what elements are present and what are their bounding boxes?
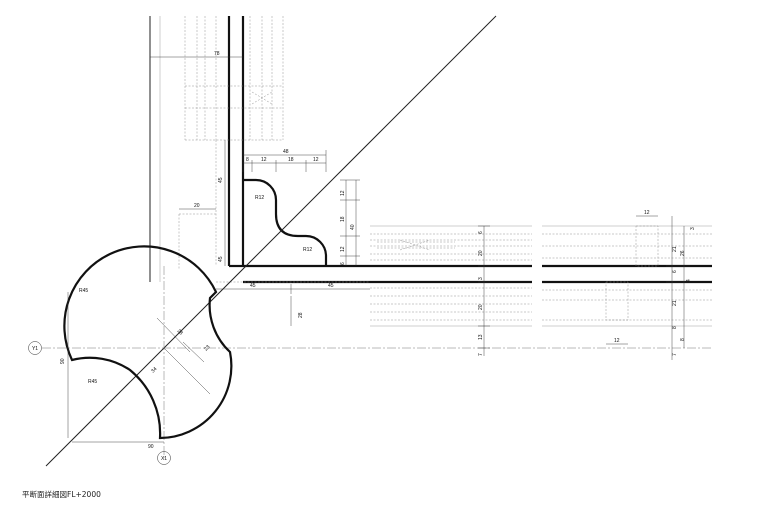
dim-r7: 7 <box>672 353 678 356</box>
dimension-labels: 78 48 8 12 18 12 45 45 20 12 18 40 12 6 … <box>60 51 696 450</box>
dim-v12b: 12 <box>340 246 346 252</box>
dim-18: 18 <box>288 157 294 163</box>
column-profile <box>63 245 233 440</box>
drawing-caption: 平断面詳細図FL+2000 <box>22 490 101 499</box>
dim-12a: 12 <box>261 157 267 163</box>
dim-r3: 3 <box>690 227 696 230</box>
dim-45-horizontal-right: 45 <box>328 283 334 289</box>
dim-45-vertical-top: 45 <box>218 177 224 183</box>
dim-r12-bottom: 12 <box>614 338 620 344</box>
dim-c20b: 20 <box>478 304 484 310</box>
dim-c13: 13 <box>478 334 484 340</box>
axis-bubble-x1 <box>157 451 171 465</box>
radius-r12-bottom: R12 <box>303 247 312 253</box>
dim-8: 8 <box>246 157 249 163</box>
axis-lines <box>42 266 712 458</box>
dim-r21b: 21 <box>672 300 678 306</box>
dim-20: 20 <box>194 203 200 209</box>
dim-r21a: 21 <box>672 246 678 252</box>
corner-bead <box>229 178 328 268</box>
dim-c3: 3 <box>478 277 484 280</box>
radius-r45-top: R45 <box>79 288 88 294</box>
radius-r12-top: R12 <box>255 195 264 201</box>
axis-markers: Y1 X1 <box>28 341 171 465</box>
axis-bubble-y1 <box>28 341 42 355</box>
dim-v6a: 6 <box>340 262 346 265</box>
dim-r4: 4 <box>686 279 692 282</box>
dim-r8b: 8 <box>680 338 686 341</box>
dim-v12a: 12 <box>340 190 346 196</box>
vertical-member <box>149 16 284 282</box>
dim-r8a: 8 <box>672 326 678 329</box>
dim-c20a: 20 <box>478 250 484 256</box>
dim-diag-23: 23 <box>203 344 211 352</box>
dim-45-vertical-bottom: 45 <box>218 256 224 262</box>
dim-78: 78 <box>214 51 220 57</box>
axis-label-x1: X1 <box>161 456 167 462</box>
dim-12b: 12 <box>313 157 319 163</box>
radius-r45-bottom: R45 <box>88 379 97 385</box>
dim-c7a: 7 <box>478 353 484 356</box>
dim-90-horizontal: 90 <box>148 444 154 450</box>
dim-v40: 40 <box>350 224 356 230</box>
dim-diag-34: 34 <box>150 366 158 374</box>
horizontal-member <box>216 225 712 327</box>
dim-48: 48 <box>283 149 289 155</box>
dim-28: 28 <box>298 312 304 318</box>
radius-labels: R45 R45 R12 R12 <box>79 195 312 385</box>
dim-diag-28: 28 <box>176 328 184 336</box>
axis-label-y1: Y1 <box>32 346 38 352</box>
dim-90-vertical: 90 <box>60 358 66 364</box>
dim-c6: 6 <box>478 231 484 234</box>
dim-r12-top: 12 <box>644 210 650 216</box>
dim-r6: 6 <box>672 270 678 273</box>
diagonal-line <box>45 15 497 467</box>
dim-45-horizontal-left: 45 <box>250 283 256 289</box>
dimension-lines <box>67 56 690 443</box>
dim-r26: 26 <box>680 250 686 256</box>
dim-v18: 18 <box>340 216 346 222</box>
